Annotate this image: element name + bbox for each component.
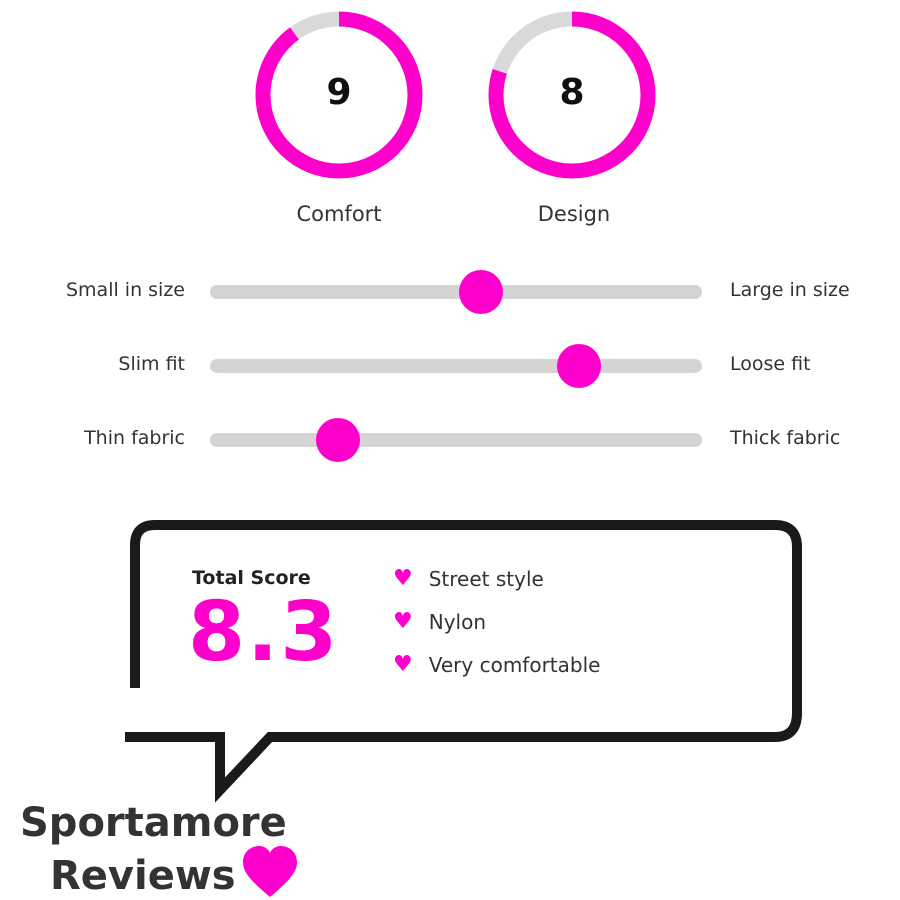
- heart-icon: ♥: [393, 566, 413, 591]
- feature-text: Very comfortable: [428, 652, 601, 677]
- slider-size-right-label: Large in size: [730, 279, 850, 301]
- total-score-value: 8.3: [188, 585, 340, 680]
- slider-fit-right-label: Loose fit: [730, 353, 811, 375]
- slider-fit-left-label: Slim fit: [118, 353, 185, 375]
- comfort-score: 9: [326, 72, 352, 113]
- design-score: 8: [559, 72, 585, 113]
- brand-heart-icon: [243, 846, 297, 897]
- slider-fabric-right-label: Thick fabric: [730, 427, 841, 449]
- slider-knob[interactable]: [557, 344, 601, 388]
- heart-icon: ♥: [393, 652, 413, 677]
- slider-knob[interactable]: [458, 270, 503, 314]
- feature-text: Nylon: [428, 609, 486, 634]
- slider-size[interactable]: [210, 270, 702, 314]
- slider-fit[interactable]: [210, 344, 702, 388]
- feature-list: ♥ Street style ♥ Nylon ♥ Very comfortable: [393, 566, 600, 677]
- feature-item: ♥ Nylon: [393, 609, 600, 634]
- design-label: Design: [537, 202, 611, 226]
- comfort-label: Comfort: [296, 202, 382, 226]
- feature-item: ♥ Very comfortable: [393, 652, 600, 677]
- feature-item: ♥ Street style: [393, 566, 600, 591]
- rating-ring-comfort: [255, 11, 423, 179]
- slider-size-left-label: Small in size: [65, 279, 185, 301]
- brand-line2: Reviews: [50, 853, 236, 899]
- slider-fabric-left-label: Thin fabric: [84, 427, 185, 449]
- slider-fabric[interactable]: [210, 418, 702, 462]
- heart-icon: ♥: [393, 609, 413, 634]
- ring-fill: [255, 11, 423, 179]
- speech-bubble: [125, 520, 802, 803]
- slider-knob[interactable]: [315, 418, 360, 462]
- ring-fill: [488, 11, 656, 179]
- brand-line1: Sportamore: [20, 800, 287, 846]
- total-score-label: Total Score: [192, 567, 311, 589]
- feature-text: Street style: [428, 566, 544, 591]
- rating-ring-design: [488, 11, 656, 179]
